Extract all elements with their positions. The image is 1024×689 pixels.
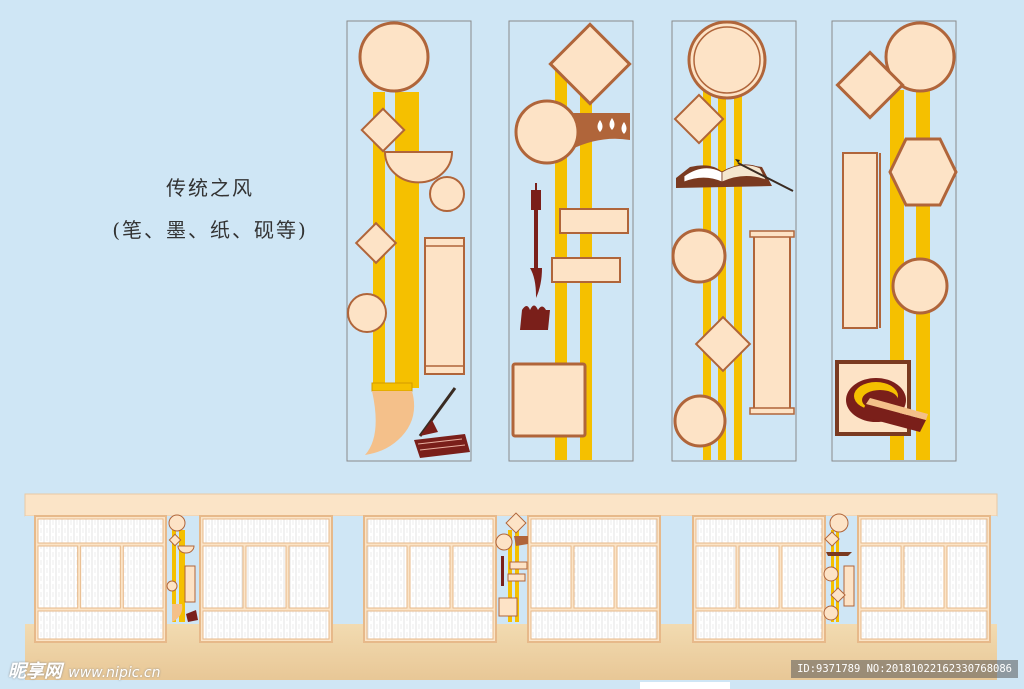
- wall-layout-strip: [24, 493, 998, 680]
- ink-panel: [508, 20, 634, 462]
- mini-brush-panel: [166, 514, 198, 622]
- title-main: 传统之风: [166, 176, 254, 200]
- brush-panel: [346, 20, 472, 462]
- cabinet-unit: [363, 515, 497, 643]
- open-book-icon: [676, 159, 794, 192]
- cabinet-unit: [857, 515, 991, 643]
- inkstone-panel: [831, 20, 958, 462]
- cabinet-unit: [527, 515, 661, 643]
- inkstone-icon: [835, 360, 928, 436]
- image-id-tag: ID:9371789 NO:20181022162330768086: [791, 660, 1018, 678]
- mini-ink-panel: [495, 512, 528, 622]
- cabinet-unit: [692, 515, 826, 643]
- hanging-brush-icon: [520, 183, 550, 330]
- watermark-url: www.nipic.cn: [68, 665, 161, 681]
- paper-panel: [671, 20, 797, 462]
- watermark-logo-text: 昵享网: [8, 661, 62, 682]
- title-sub: (笔、墨、纸、砚等): [112, 218, 308, 242]
- cabinet-unit: [199, 515, 333, 643]
- watermark-logo: 昵享网 www.nipic.cn: [8, 657, 160, 683]
- mini-paper-panel: [823, 513, 855, 622]
- cabinet-unit: [34, 515, 167, 643]
